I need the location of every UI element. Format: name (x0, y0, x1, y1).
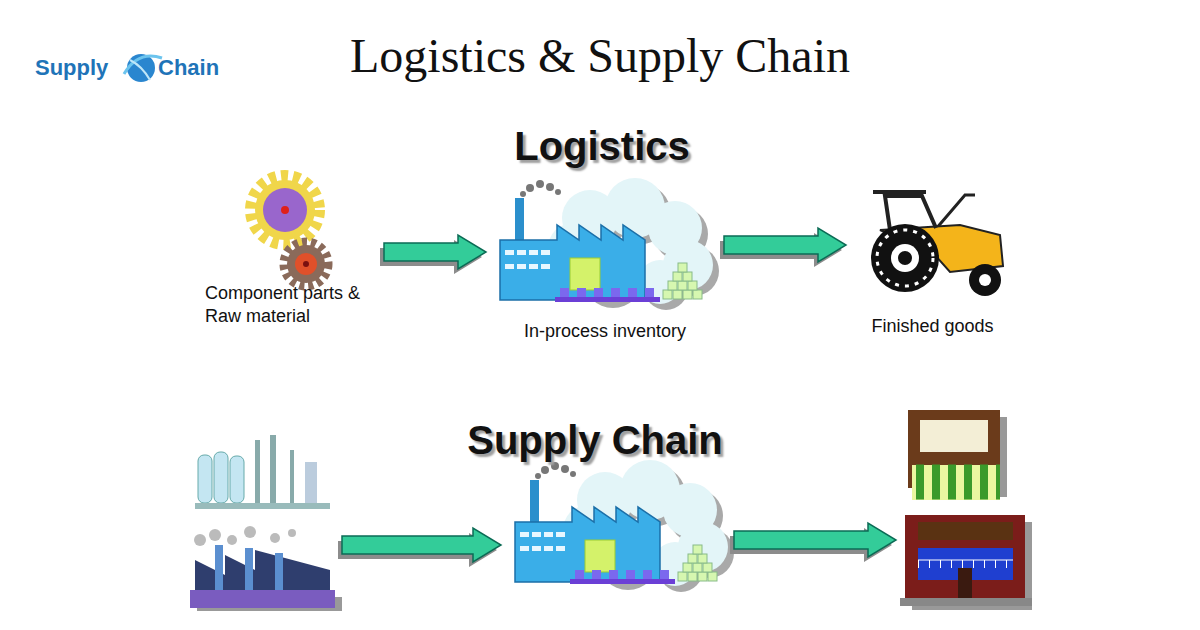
refinery-icon (270, 435, 276, 505)
logo-text: Supply (35, 55, 108, 81)
gears-icon (263, 188, 307, 232)
shop-icon (908, 410, 1000, 488)
factory-node (505, 460, 730, 610)
industrial-plant-icon (227, 535, 237, 545)
refinery-icon (290, 450, 294, 505)
tractor-icon (969, 264, 1001, 296)
industrial-plant-icon (209, 529, 221, 541)
industrial-plant-icon (190, 526, 342, 611)
gears-icon (251, 176, 328, 286)
store-icon (905, 515, 1025, 600)
refinery-icon (195, 503, 330, 509)
refinery-icon (214, 452, 228, 503)
gears-icon (281, 206, 289, 214)
node-caption: Finished goods (850, 315, 1015, 338)
flow-arrow (338, 528, 501, 567)
store-icon (900, 598, 1032, 606)
flow-arrow (380, 235, 486, 274)
logo-globe (130, 60, 150, 80)
refinery-icon (255, 440, 260, 505)
store-icon (918, 560, 1013, 561)
store-icon (918, 560, 1013, 568)
refinery-icon (305, 462, 317, 505)
industrial-plant-icon (194, 526, 296, 546)
arrow-body (384, 235, 486, 269)
gears-icon (295, 253, 317, 275)
refinery-icon (195, 435, 330, 509)
section-heading: Logistics (302, 124, 902, 169)
section-heading: Supply Chain (295, 418, 895, 463)
refinery-icon (198, 455, 212, 503)
industrial-plant-icon (245, 548, 253, 590)
tractor-icon (873, 190, 926, 194)
arrow-body (724, 228, 846, 262)
industrial-plant-icon (194, 534, 206, 546)
flow-arrow (720, 228, 846, 267)
tractor-icon (871, 224, 939, 292)
industrial-plant-icon (215, 545, 223, 590)
shop-icon (920, 420, 988, 452)
gears-icon (251, 176, 319, 244)
gears-icon (284, 242, 328, 286)
node-caption: Component parts & Raw material (205, 282, 363, 327)
store-icon (918, 522, 1013, 540)
tractor-icon (979, 274, 991, 286)
factory-icon (515, 460, 734, 592)
factory-icon (500, 178, 719, 310)
gears-icon (287, 245, 325, 283)
store-icon (900, 515, 1032, 610)
arrow-body (734, 523, 896, 557)
shop-icon (912, 465, 1000, 500)
tractor-icon (898, 251, 912, 265)
arrow-body (342, 528, 501, 562)
finished-goods-node: Finished goods (850, 185, 1015, 342)
supplier-node (190, 430, 338, 610)
shop-icon (916, 465, 1000, 500)
tractor-icon (871, 192, 1003, 296)
industrial-plant-icon (270, 533, 280, 543)
gears-icon (303, 261, 309, 267)
tractor-icon (891, 244, 919, 272)
node-caption: In-process inventory (490, 320, 720, 343)
retail-node (900, 408, 1032, 608)
industrial-plant-icon (190, 590, 335, 608)
logo-text: Chain (158, 55, 219, 81)
flow-arrow (730, 523, 896, 562)
shop-icon (908, 410, 1007, 500)
logo-globe (124, 54, 162, 82)
industrial-plant-icon (244, 526, 256, 538)
tractor-icon (877, 230, 933, 286)
industrial-plant-icon (275, 553, 283, 590)
gears-icon (255, 180, 315, 240)
raw-material-node: Component parts & Raw material (200, 165, 380, 345)
factory-node: In-process inventory (490, 180, 720, 347)
store-icon (958, 568, 972, 600)
refinery-icon (230, 456, 244, 503)
industrial-plant-icon (288, 529, 296, 537)
